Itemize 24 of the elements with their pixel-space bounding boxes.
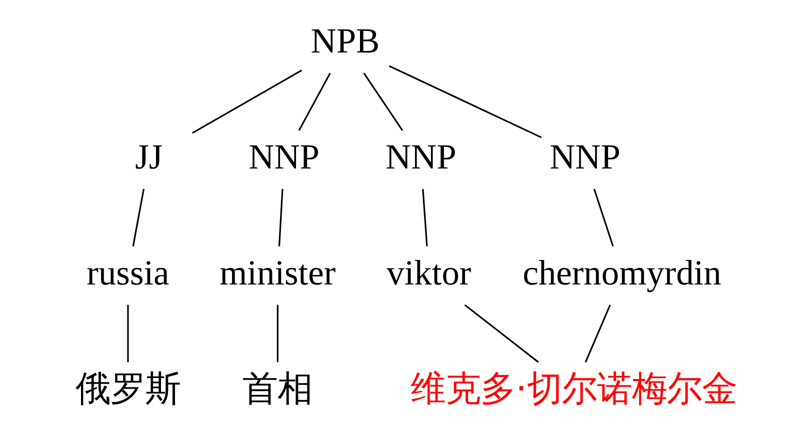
connector [422,188,428,246]
connector [191,70,302,134]
node-text: 首相 [242,368,312,410]
connector [298,72,330,131]
connector [132,188,144,246]
connector [592,188,614,247]
node-text: viktor [386,252,471,292]
node-text: russia [86,252,169,292]
node-text: 维克多·切尔诺梅尔金 [410,368,736,410]
node-text: chernomyrdin [522,252,721,292]
node-text: minister [219,252,336,292]
connector [584,304,610,362]
node-text: NNP [248,136,319,177]
connector [388,65,542,138]
node-text: JJ [134,136,162,177]
node-text: NNP [384,136,456,177]
connector [464,304,538,363]
connector [126,304,128,362]
connector [362,72,403,131]
connector [276,304,278,362]
node-text: NPB [310,20,380,61]
node-text: 俄罗斯 [74,368,180,410]
connector [278,188,283,246]
node-text: NNP [549,136,620,177]
